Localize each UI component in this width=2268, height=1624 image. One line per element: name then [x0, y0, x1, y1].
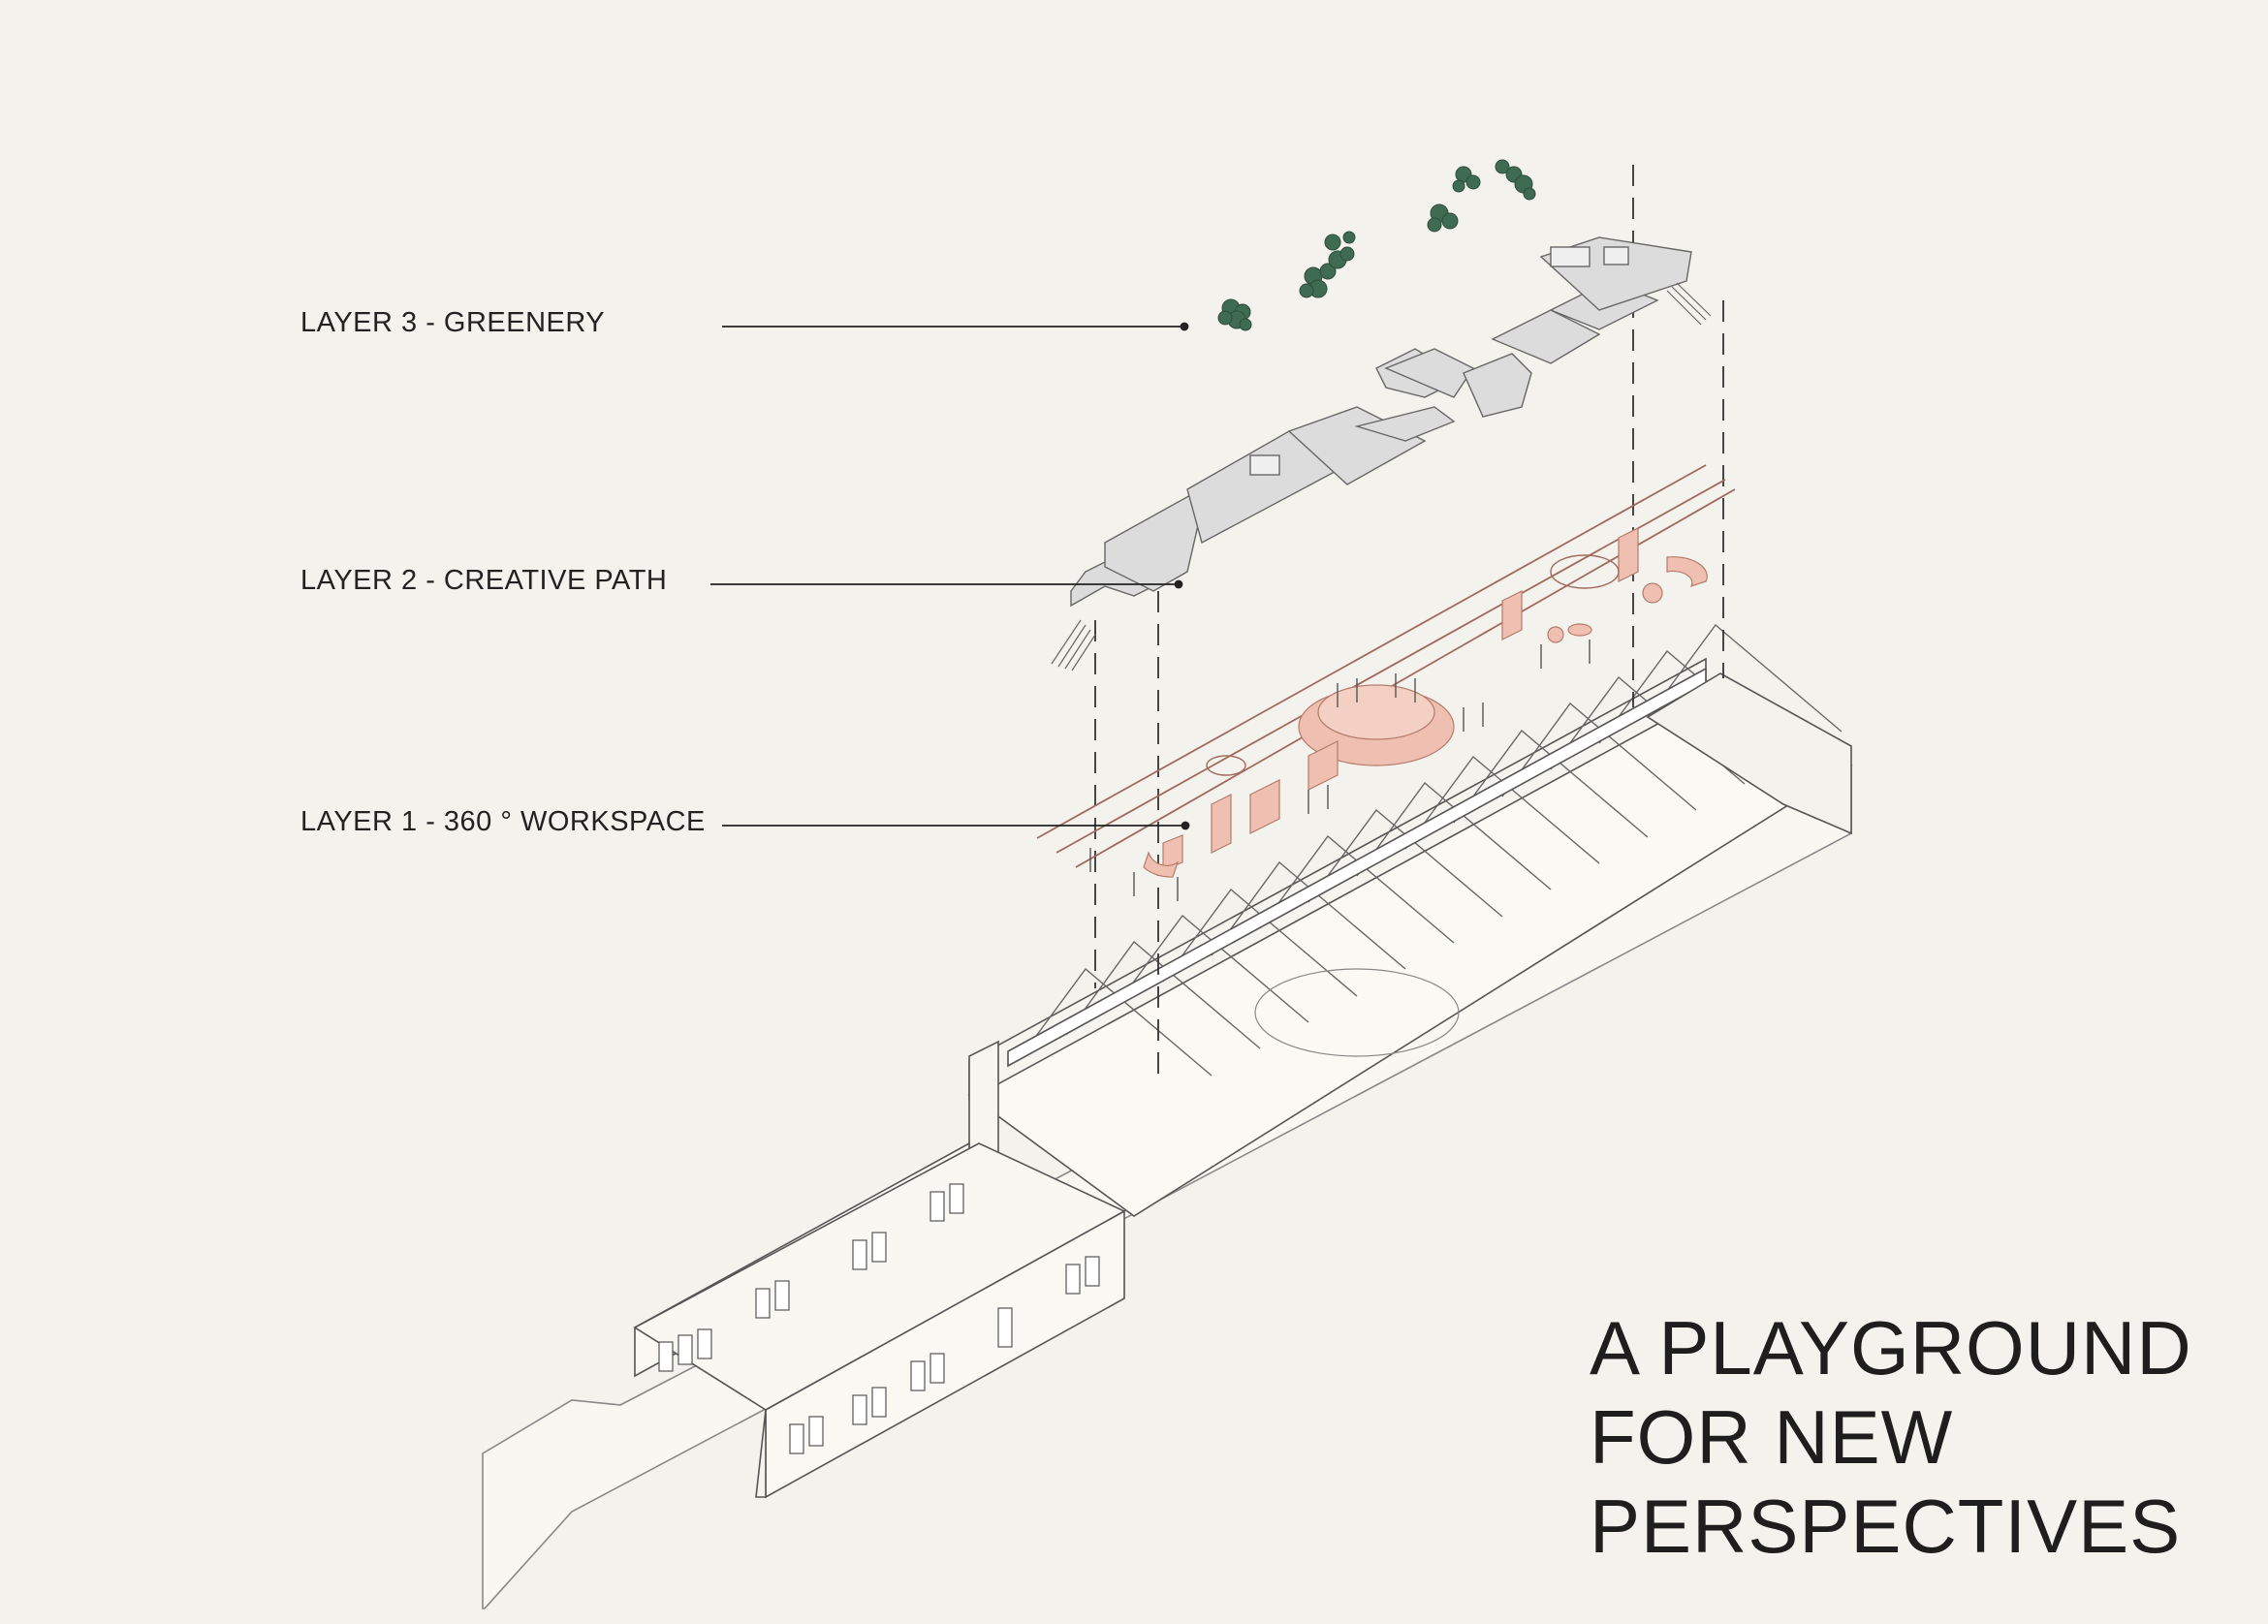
title-line-3: PERSPECTIVES — [1590, 1483, 2182, 1569]
layer2-label: LAYER 2 - CREATIVE PATH — [300, 565, 668, 596]
people — [1089, 640, 1591, 901]
tree-cluster-2 — [1299, 231, 1356, 298]
leader-dot-layer2 — [1174, 579, 1183, 589]
layer1-label: LAYER 1 - 360 ° WORKSPACE — [300, 806, 706, 837]
layer1-workspace — [1036, 464, 1736, 901]
layer2-creative-path — [1051, 236, 1712, 671]
layer3-greenery — [1217, 159, 1536, 331]
leader-lines — [710, 322, 1190, 830]
warehouse-building — [482, 623, 1853, 1609]
tree-cluster-1 — [1217, 298, 1252, 331]
layer3-label: LAYER 3 - GREENERY — [300, 307, 606, 338]
title-line-2: FOR NEW — [1590, 1394, 1954, 1480]
leader-dot-layer1 — [1181, 821, 1190, 830]
windows — [658, 1183, 1100, 1454]
leader-dot-layer3 — [1180, 322, 1189, 331]
tree-cluster-3 — [1427, 159, 1536, 233]
title-line-1: A PLAYGROUND — [1590, 1305, 2192, 1390]
main-title: A PLAYGROUND FOR NEW PERSPECTIVES — [1590, 1303, 2192, 1571]
projection-lines — [1094, 165, 1724, 1085]
